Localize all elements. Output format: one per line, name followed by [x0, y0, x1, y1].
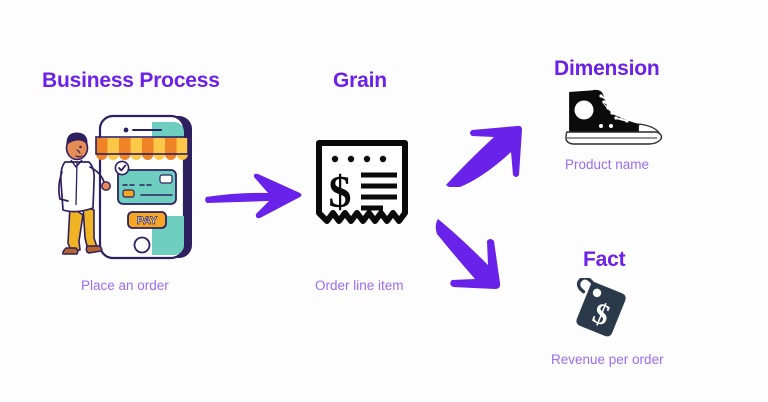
- receipt-icon: $: [311, 137, 413, 233]
- price-tag-icon: $: [553, 278, 645, 346]
- caption-order-line-item: Order line item: [315, 278, 404, 293]
- caption-product-name: Product name: [565, 157, 650, 172]
- sneaker-icon: [557, 86, 673, 150]
- mobile-payment-illustration: PAY: [52, 112, 204, 264]
- svg-text:PAY: PAY: [137, 215, 158, 227]
- heading-grain: Grain: [333, 69, 387, 92]
- arrow-grain-to-dimension: [444, 101, 548, 187]
- arrow-business-process-to-grain: [204, 168, 304, 224]
- heading-fact: Fact: [583, 248, 626, 271]
- caption-place-an-order: Place an order: [81, 278, 169, 293]
- heading-business-process: Business Process: [42, 69, 220, 92]
- heading-dimension: Dimension: [554, 57, 660, 80]
- svg-text:$: $: [329, 166, 352, 217]
- caption-revenue-per-order: Revenue per order: [551, 352, 664, 367]
- arrow-grain-to-fact: [434, 217, 546, 303]
